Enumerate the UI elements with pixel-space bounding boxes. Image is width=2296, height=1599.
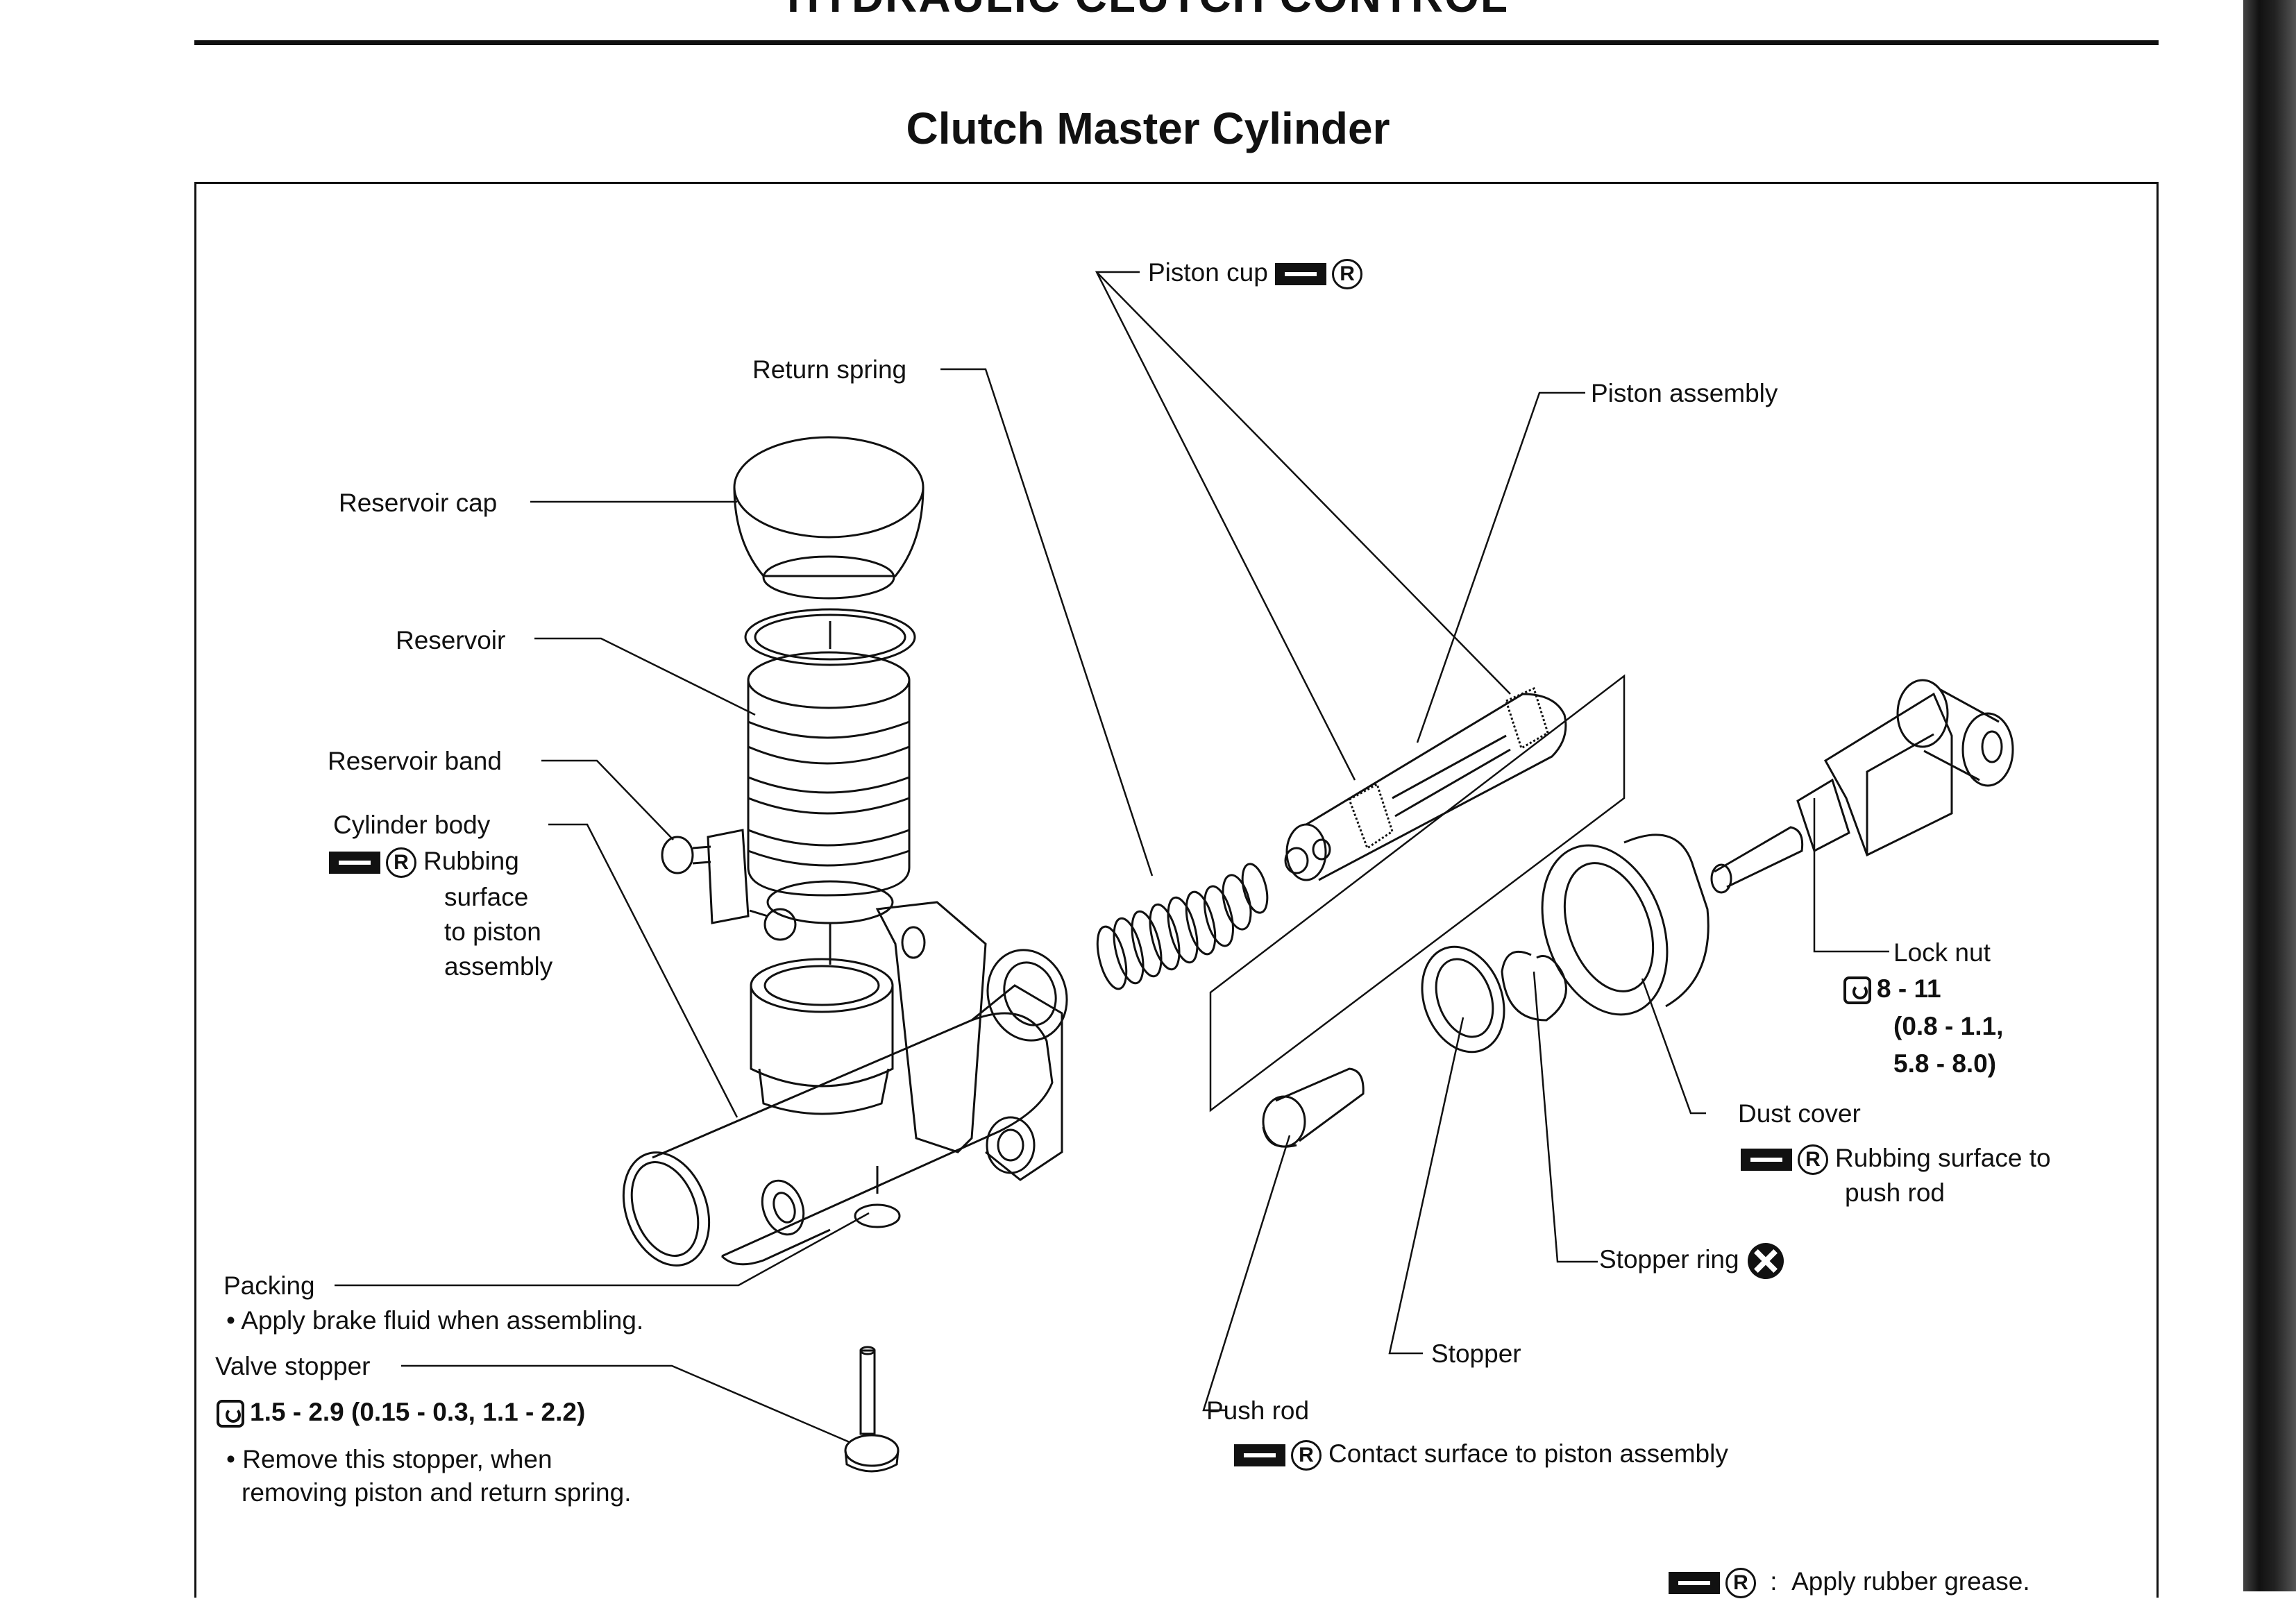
label-return-spring: Return spring	[752, 355, 907, 384]
leader-reservoir-band	[541, 759, 674, 840]
torque-icon	[217, 1400, 244, 1428]
clevis-shape	[1710, 679, 2014, 894]
valve-stopper-torque: 1.5 - 2.9 (0.15 - 0.3, 1.1 - 2.2)	[217, 1395, 585, 1430]
label-valve-stopper: Valve stopper	[215, 1352, 371, 1380]
section-title: HYDRAULIC CLUTCH CONTROL	[0, 0, 2296, 22]
label-reservoir-band: Reservoir band	[328, 747, 502, 775]
label-packing: Packing	[223, 1271, 315, 1300]
subassembly-plane	[1209, 674, 1626, 1112]
legend-text: Apply rubber grease.	[1791, 1567, 2030, 1596]
reservoir-shape	[747, 651, 911, 924]
lock-nut-torque-1: 8 - 11	[1843, 972, 1941, 1006]
cylinder-body-note-3: to piston	[444, 917, 541, 946]
page-header: HYDRAULIC CLUTCH CONTROL	[0, 0, 2296, 42]
label-stopper-ring: Stopper ring	[1599, 1242, 1784, 1280]
x-circle-icon	[1747, 1243, 1784, 1280]
valve-stopper-note-2: removing piston and return spring.	[242, 1478, 632, 1507]
grease-icon	[1275, 263, 1327, 286]
valve-stopper-shape	[844, 1346, 900, 1473]
scanned-page-edge	[2243, 0, 2296, 1591]
grease-icon	[1234, 1444, 1285, 1467]
label-stopper: Stopper	[1431, 1339, 1521, 1368]
reservoir-cap-shape	[733, 436, 925, 600]
leader-stopper-ring	[1533, 971, 1598, 1263]
packing-shape	[854, 1203, 901, 1228]
label-cylinder-body: Cylinder body	[333, 811, 491, 839]
leader-dust-cover	[1641, 978, 1706, 1115]
label-reservoir-cap: Reservoir cap	[339, 489, 498, 517]
leader-stopper	[1388, 1017, 1464, 1355]
label-piston-assembly: Piston assembly	[1591, 379, 1778, 407]
leader-packing	[335, 1212, 870, 1287]
leader-push-rod	[1202, 1135, 1291, 1412]
valve-stopper-note-1: • Remove this stopper, when	[226, 1445, 552, 1473]
leader-piston-cup-2	[1096, 271, 1511, 695]
cylinder-body-note-2: surface	[444, 883, 529, 911]
page-title: Clutch Master Cylinder	[906, 103, 1390, 153]
label-push-rod: Push rod	[1206, 1396, 1310, 1425]
leader-valve-stopper	[401, 1364, 850, 1444]
return-spring-shape	[1096, 863, 1269, 990]
replace-r-icon: R	[386, 847, 416, 879]
label-piston-cup: Piston cup R	[1148, 255, 1369, 290]
reservoir-band-shape	[661, 829, 797, 941]
grease-icon	[1669, 1572, 1720, 1595]
leader-piston-assembly	[1416, 391, 1585, 743]
replace-r-icon: R	[1291, 1440, 1322, 1471]
packing-note: • Apply brake fluid when assembling.	[226, 1306, 644, 1335]
leader-piston-cup	[1095, 271, 1356, 781]
leader-lock-nut	[1813, 798, 1889, 953]
replace-r-icon: R	[1332, 259, 1363, 290]
leader-reservoir	[534, 637, 756, 716]
lock-nut-torque-2: (0.8 - 1.1,	[1893, 1012, 2004, 1040]
diagram-frame	[194, 182, 2159, 1598]
dust-cover-note-2: push rod	[1845, 1178, 1945, 1207]
grease-icon	[329, 852, 380, 874]
leader-cylinder-body	[548, 823, 738, 1118]
label-lock-nut: Lock nut	[1893, 938, 1991, 967]
dust-cover-shape	[1541, 834, 1710, 1016]
grease-icon	[1741, 1149, 1792, 1171]
reservoir-gasket	[744, 608, 916, 666]
header-rule	[194, 40, 2159, 45]
replace-r-icon: R	[1798, 1144, 1828, 1176]
stopper-ring-shape	[1501, 951, 1567, 1022]
label-dust-cover: Dust cover	[1738, 1099, 1861, 1128]
replace-r-icon: R	[1725, 1568, 1756, 1599]
cylinder-body-shape	[622, 901, 1068, 1267]
lock-nut-torque-3: 5.8 - 8.0)	[1893, 1049, 1997, 1078]
label-reservoir: Reservoir	[396, 626, 506, 654]
torque-icon	[1843, 976, 1871, 1005]
leader-lines	[335, 271, 1889, 1444]
piston-assembly-shape	[1284, 686, 1567, 881]
cylinder-body-note-4: assembly	[444, 952, 553, 981]
leader-return-spring	[940, 368, 1154, 877]
push-rod-shape	[1262, 1067, 1365, 1148]
legend: R : Apply rubber grease.	[1669, 1564, 2030, 1599]
stopper-shape	[1421, 945, 1505, 1054]
